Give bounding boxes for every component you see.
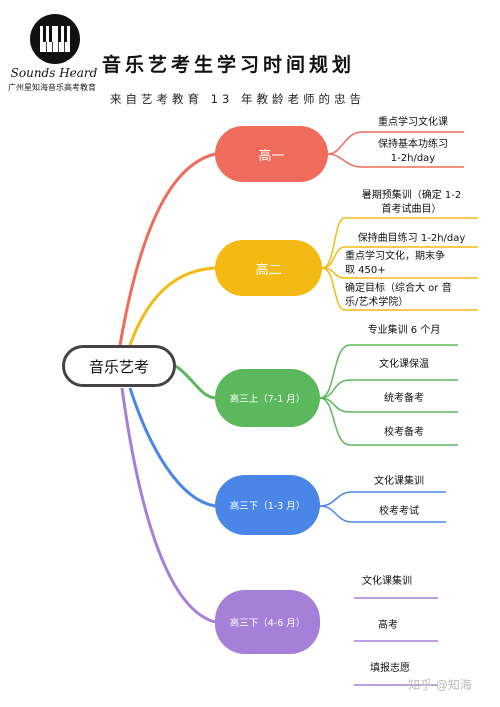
leaf-gaosan1-2: 文化课保温 xyxy=(379,359,429,370)
leaf-gaosan1-1: 专业集训 6 个月 xyxy=(367,325,441,336)
branch-node-gaosan-shang: 高三上（7-1 月） xyxy=(215,369,320,427)
leaf-gaoyi-2: 保持基本功练习 1-2h/day xyxy=(378,139,448,164)
connector-root-gaoer xyxy=(128,266,216,346)
piano-logo-icon xyxy=(30,14,80,64)
watermark: 知乎 @知海 xyxy=(408,678,472,692)
page-title: 音乐艺考生学习时间规划 xyxy=(102,54,356,76)
leaf-gaosan3-2: 高考 xyxy=(378,620,398,631)
connectors-gaosan2 xyxy=(319,491,446,523)
branch-node-gaoyi: 高一 xyxy=(215,126,328,182)
connector-root-gaosan3 xyxy=(120,387,216,624)
branch-node-gaosan-xia-1: 高三下（1-3 月） xyxy=(215,475,320,535)
leaf-gaosan1-4: 校考备考 xyxy=(384,427,424,438)
leaf-gaosan3-1: 文化课集训 xyxy=(362,576,412,587)
branch-label: 高一 xyxy=(258,148,285,164)
branch-node-gaoer: 高二 xyxy=(215,240,322,296)
connectors-gaoyi xyxy=(327,131,464,168)
leaf-gaoer-3: 重点学习文化，期末争 取 450+ xyxy=(345,251,445,276)
root-node: 音乐艺考 xyxy=(62,345,176,387)
branch-label: 高三上（7-1 月） xyxy=(229,394,306,405)
page-subtitle: 来自艺考教育 13 年教龄老师的忠告 xyxy=(110,92,365,106)
leaf-gaoer-2: 保持曲目练习 1-2h/day xyxy=(357,233,466,244)
leaf-gaosan2-1: 文化课集训 xyxy=(374,476,424,487)
leaf-gaoyi-1: 重点学习文化课 xyxy=(378,117,448,128)
connectors-gaosan3 xyxy=(354,597,438,686)
branch-label: 高三下（1-3 月） xyxy=(229,501,306,512)
leaf-gaosan2-2: 校考考试 xyxy=(379,506,419,517)
leaf-gaoer-4: 确定目标（综合大 or 音 乐/艺术学院） xyxy=(345,283,452,308)
branch-node-gaosan-xia-2: 高三下（4-6 月） xyxy=(215,590,320,654)
connector-root-gaoyi xyxy=(118,152,216,346)
connectors-gaoer xyxy=(321,217,478,311)
branch-label: 高三下（4-6 月） xyxy=(229,618,306,629)
leaf-gaoer-1: 暑期预集训（确定 1-2 首考试曲目） xyxy=(361,190,462,215)
connector-root-gaosan1 xyxy=(175,364,216,400)
leaf-gaosan1-3: 统考备考 xyxy=(384,393,424,404)
root-label: 音乐艺考 xyxy=(88,357,149,376)
branch-label: 高二 xyxy=(255,262,282,278)
connector-root-gaosan2 xyxy=(128,387,216,508)
leaf-gaosan3-3: 填报志愿 xyxy=(370,663,410,674)
brand-name: Sounds Heard xyxy=(10,66,98,80)
connectors-gaosan1 xyxy=(319,344,458,446)
brand-subtitle: 广州星知海音乐高考教育 xyxy=(8,83,96,92)
brand-logo: Sounds Heard 广州星知海音乐高考教育 xyxy=(8,12,100,98)
